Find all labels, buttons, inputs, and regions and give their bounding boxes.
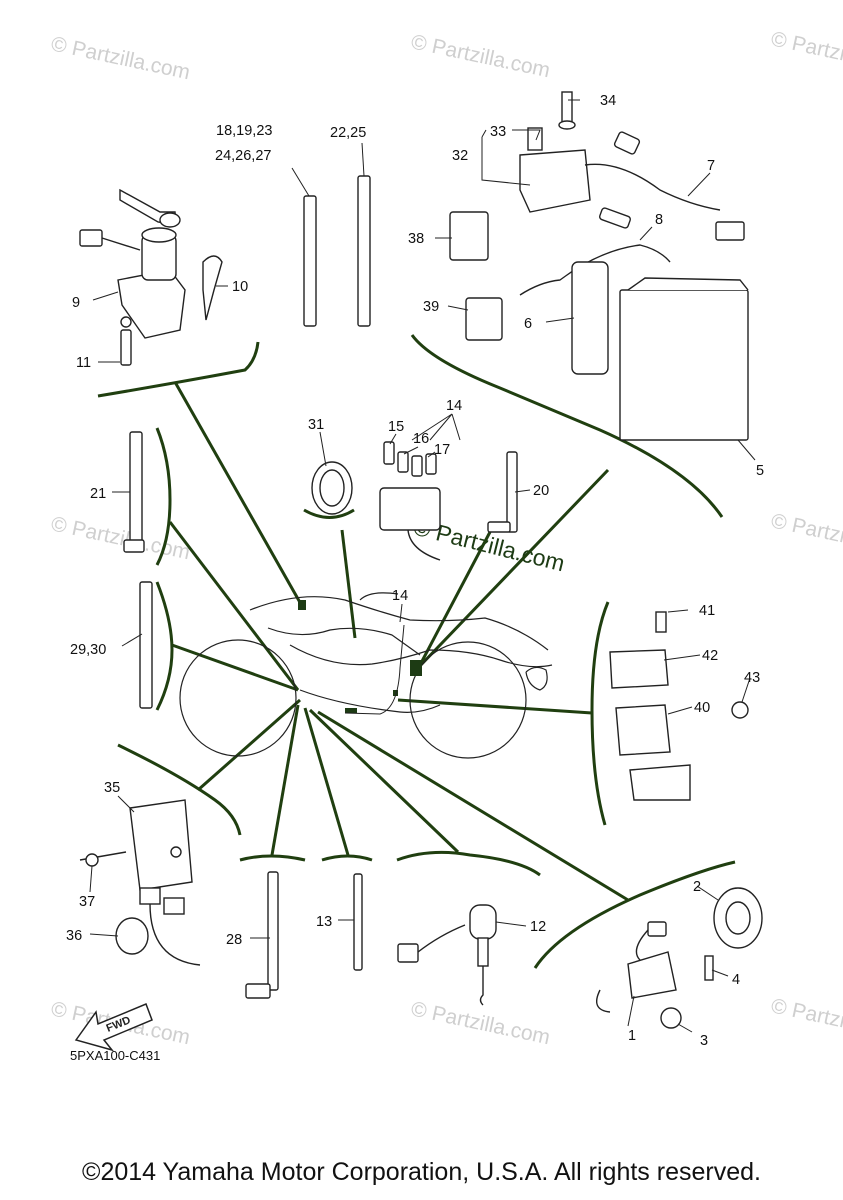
callout-31: 31: [308, 417, 324, 433]
watermark: © Partzilla.com: [769, 27, 843, 79]
callout-4: 4: [732, 972, 740, 988]
cable-ties: [123, 175, 518, 999]
diagram-code: 5PXA100-C431: [70, 1048, 160, 1063]
callout-34: 34: [600, 93, 616, 109]
callout-38: 38: [408, 231, 424, 247]
callout-42: 42: [702, 648, 718, 664]
callout-6: 6: [524, 316, 532, 332]
callout-37: 37: [79, 894, 95, 910]
watermark: © Partzilla.com: [409, 30, 552, 82]
callout-7: 7: [707, 158, 715, 174]
callout-14: 14: [446, 398, 462, 414]
callout-22-25: 22,25: [330, 125, 366, 141]
callout-labels: 1 2 3 4 5 6 7 8 9 10 11 12 13 14 14 15 1…: [66, 93, 764, 1049]
fuse-box-assembly: [311, 441, 441, 561]
motorcycle-outline: [179, 592, 553, 759]
watermark: © Partzilla.com: [769, 509, 843, 561]
callout-9: 9: [72, 295, 80, 311]
watermark: © Partzilla.com: [769, 994, 843, 1046]
callout-3: 3: [700, 1033, 708, 1049]
callout-33: 33: [490, 124, 506, 140]
sensor-bracket-assembly: [609, 611, 749, 801]
callout-14: 14: [392, 588, 408, 604]
callout-11: 11: [76, 355, 91, 371]
callout-12: 12: [530, 919, 546, 935]
throttle-sensor-assembly: [596, 887, 763, 1029]
callout-39: 39: [423, 299, 439, 315]
fwd-arrow-icon: FWD: [74, 1003, 153, 1052]
callout-36: 36: [66, 928, 82, 944]
watermark: © Partzilla.com: [49, 512, 192, 564]
battery-assembly: [519, 207, 749, 441]
callout-13: 13: [316, 914, 332, 930]
callout-20: 20: [533, 483, 549, 499]
callout-2: 2: [693, 879, 701, 895]
callout-8: 8: [655, 212, 663, 228]
callout-16: 16: [413, 431, 429, 447]
callout-18-19-23: 18,19,23: [216, 123, 272, 139]
watermark: © Partzilla.com: [409, 997, 552, 1049]
watermark: © Partzilla.com: [49, 32, 192, 84]
callout-28: 28: [226, 932, 242, 948]
neutral-switch: [397, 904, 497, 1006]
callout-40: 40: [694, 700, 710, 716]
callout-35: 35: [104, 780, 120, 796]
callout-1: 1: [628, 1028, 636, 1044]
leader-lines: [89, 99, 756, 1033]
starter-relay-assembly: [449, 91, 745, 341]
callout-32: 32: [452, 148, 468, 164]
callout-5: 5: [756, 463, 764, 479]
callout-29-30: 29,30: [70, 642, 106, 658]
group-brackets: [97, 334, 736, 969]
callout-21: 21: [90, 486, 106, 502]
rectifier-assembly: [79, 799, 201, 966]
callout-17: 17: [434, 442, 450, 458]
callout-15: 15: [388, 419, 404, 435]
copyright-notice: ©2014 Yamaha Motor Corporation, U.S.A. A…: [82, 1158, 761, 1186]
ignition-switch-assembly: [79, 188, 223, 366]
callout-41: 41: [699, 603, 715, 619]
callout-24-26-27: 24,26,27: [215, 148, 271, 164]
callout-10: 10: [232, 279, 248, 295]
callout-43: 43: [744, 670, 760, 686]
